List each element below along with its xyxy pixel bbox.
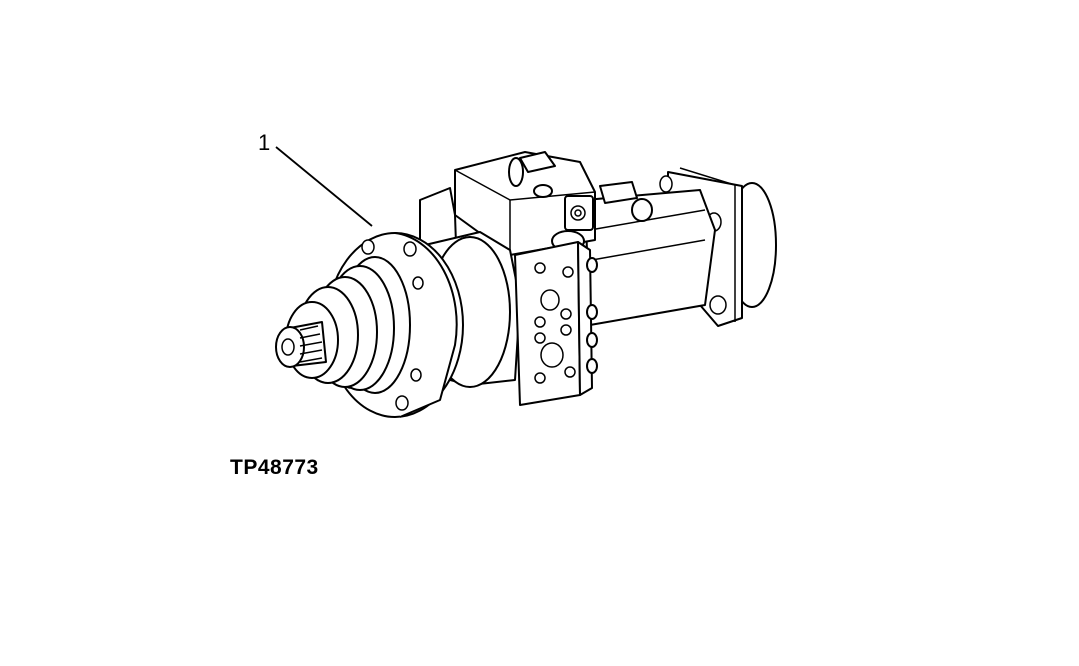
port-plate: [514, 241, 598, 406]
callout-number-label: 1: [258, 130, 271, 155]
figure-id-label: TP48773: [230, 456, 319, 479]
callout-leader-line: [275, 146, 373, 227]
splined-output-shaft: [275, 321, 327, 368]
